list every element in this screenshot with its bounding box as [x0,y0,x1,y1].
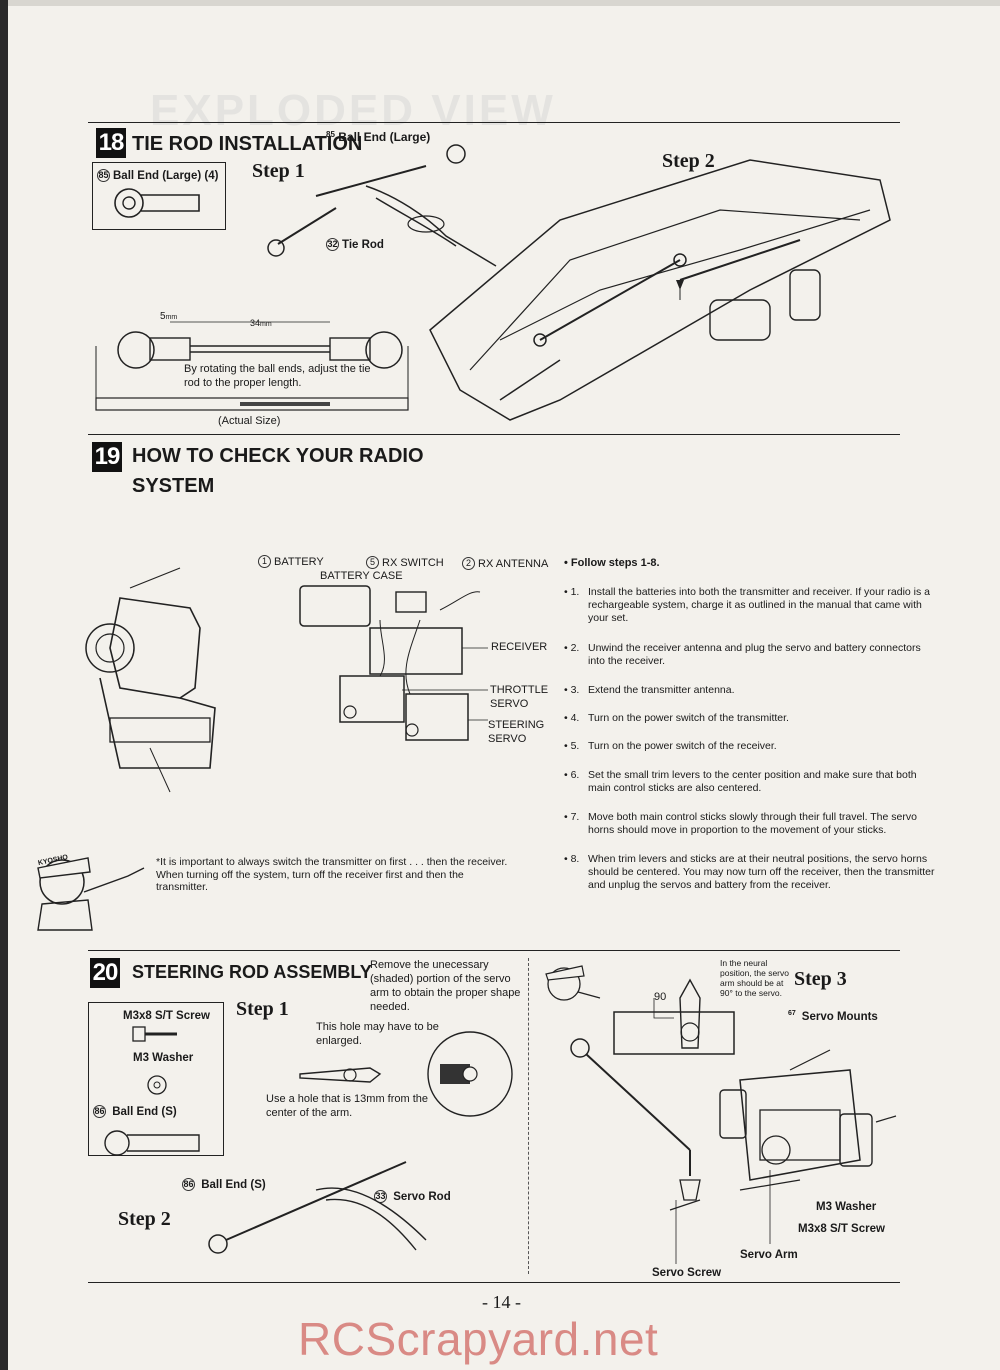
section20-number: 20 [90,958,120,988]
chassis-step2-drawing [429,159,891,421]
step-item: • 6. Set the small trim levers to the cen… [564,769,940,795]
footer-rule [88,1282,900,1283]
tie-rod-actual-size-drawing [95,321,409,411]
battery-case-label: BATTERY CASE [320,570,403,582]
ball-end-large-top-label: 85 Ball End (Large) [326,130,431,144]
step-number: • 3. [564,684,580,696]
tie-rod-step1-drawing [267,144,497,267]
warning-note: *It is important to always switch the tr… [156,856,508,893]
mascot-small-drawing [545,965,601,1001]
step-number: • 5. [564,740,580,752]
step-text: When trim levers and sticks are at their… [588,853,935,891]
servo-arm-drawing [299,1031,513,1117]
step-text: Turn on the power switch of the transmit… [588,712,789,724]
ghost-heading: EXPLODED VIEW [150,86,556,135]
step-item: • 8. When trim levers and sticks are at t… [564,853,940,892]
rotate-note-line1: By rotating the ball ends, adjust the ti… [184,363,371,375]
section20-divider [528,958,529,1274]
ball-end-large-icon [114,188,200,218]
step-item: • 5. Turn on the power switch of the rece… [564,740,940,753]
section19-title-line2: SYSTEM [132,475,215,497]
page-binding-edge [0,0,8,1370]
use-hole-note: Use a hole that is 13mm from the center … [266,1093,429,1119]
parts-screw-label: M3x8 S/T Screw [123,1010,210,1022]
step-text: Install the batteries into both the tran… [588,586,931,624]
neutral-note: In the neural position, the servo arm sh… [720,958,789,998]
step-text: Unwind the receiver antenna and plug the… [588,642,921,667]
actual-size-label: (Actual Size) [218,415,281,427]
follow-steps: • Follow steps 1-8. [564,557,660,569]
step-item: • 1. Install the batteries into both the … [564,586,940,625]
rotate-note-line2: rod to the proper length. [184,377,302,389]
dim-34mm: 34mm [250,318,272,328]
step-item: • 2. Unwind the receiver antenna and plug… [564,642,940,668]
ball-end-s-label: 86 Ball End (S) [182,1178,266,1191]
servo-rod-label: 33 Servo Rod [374,1190,451,1203]
step-text: Turn on the power switch of the receiver… [588,740,777,752]
step-number: • 6. [564,769,580,781]
step-item: • 4. Turn on the power switch of the tran… [564,712,940,725]
step-text: Set the small trim levers to the center … [588,769,917,794]
step-number: • 2. [564,642,580,654]
servo-screw-label: Servo Screw [652,1267,722,1279]
section18-number: 18 [96,128,126,158]
m3x8-label: M3x8 S/T Screw [798,1223,885,1235]
parts-ball-end-label: 86 Ball End (S) [93,1105,177,1118]
step-number: • 8. [564,853,580,865]
step-item: • 7. Move both main control sticks slowly… [564,811,940,837]
servo-rod-drawing [208,1161,427,1254]
servo-install-drawing [570,1038,897,1264]
hole-note: This hole may have to be enlarged. [316,1021,439,1047]
step-item: • 3. Extend the transmitter antenna. [564,684,940,697]
section20-step1: Step 1 [236,998,289,1020]
step-number: • 7. [564,811,580,823]
transmitter-drawing [85,567,216,793]
section20-step2: Step 2 [118,1208,171,1230]
page-number: - 14 - [482,1292,521,1312]
parts-icons [104,1026,200,1156]
remove-note: Remove the unecessary (shaded) portion o… [370,959,521,1013]
mascot-drawing [37,857,145,931]
m3-washer-label: M3 Washer [816,1201,877,1213]
section18-title: TIE ROD INSTALLATION [132,133,363,155]
angle-label: 90 [654,991,667,1003]
section19-number: 19 [92,442,122,472]
section18-step1: Step 1 [252,160,305,182]
step-text: Extend the transmitter antenna. [588,684,735,696]
step-text: Move both main control sticks slowly thr… [588,811,917,836]
step-number: • 1. [564,586,580,598]
servo-arm-label: Servo Arm [740,1249,798,1261]
section18-step2: Step 2 [662,150,715,172]
section20-step3: Step 3 [794,968,847,990]
page-top-edge [0,0,1000,6]
dim-5mm: 5mm [160,311,178,322]
step-number: • 4. [564,712,580,724]
section18-top-rule [88,122,900,123]
steering-servo-label: STEERING SERVO [488,719,545,745]
section19-title-line1: HOW TO CHECK YOUR RADIO [132,445,424,467]
section20-title: STEERING ROD ASSEMBLY [132,962,372,982]
section20-top-rule [88,950,900,951]
receiver-label: RECEIVER [491,641,548,653]
section19-top-rule [88,434,900,435]
servo-neutral-drawing [613,978,735,1055]
section20-parts-box: M3x8 S/T Screw M3 Washer 86 Ball End (S) [88,1002,224,1156]
rotate-note: By rotating the ball ends, adjust the ti… [184,362,384,390]
throttle-servo-label: THROTTLE SERVO [490,684,549,710]
watermark-text: RCScrapyard.net [298,1313,659,1365]
receiver-servo-drawing [299,585,488,741]
parts-washer-label: M3 Washer [133,1052,194,1064]
